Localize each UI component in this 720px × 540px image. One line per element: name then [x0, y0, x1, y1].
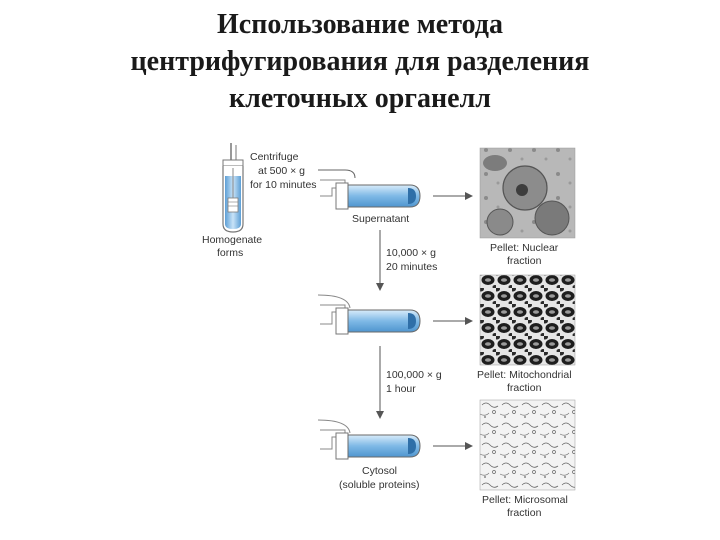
pellet-nuclear-label: Pellet: Nuclear fraction	[490, 242, 561, 267]
step3-label-line-2: 1 hour	[386, 383, 416, 395]
micrograph-microsomal	[479, 399, 576, 491]
centrifuge-label-line-3: for 10 minutes	[250, 179, 317, 191]
title-line-2: центрифугирования для разделения	[130, 46, 590, 77]
step2-label: 10,000 × g 20 minutes	[386, 247, 439, 273]
step2-label-line-1: 10,000 × g	[386, 247, 436, 259]
centrifuge-label: Centrifuge at 500 × g for 10 minutes	[250, 151, 317, 191]
pellet-mitochondrial-label-line-2: fraction	[507, 382, 542, 394]
centrifuge-tube-3	[317, 419, 421, 460]
homogenate-label-line-2: forms	[217, 247, 243, 259]
supernatant-label: Supernatant	[352, 213, 409, 225]
step3-label: 100,000 × g 1 hour	[386, 369, 445, 395]
step2-label-line-2: 20 minutes	[386, 261, 437, 273]
homogenate-label: Homogenate forms	[202, 234, 265, 259]
homogenate-label-line-1: Homogenate	[202, 234, 262, 246]
pellet-nuclear-label-line-1: Pellet: Nuclear	[490, 242, 559, 254]
micrograph-nuclear	[479, 147, 576, 239]
to-centrifuge-arrow	[318, 169, 356, 179]
pellet-mitochondrial-label: Pellet: Mitochondrial fraction	[477, 369, 574, 394]
centrifuge-tube-1	[320, 179, 421, 210]
slide-title: Использование метода центрифугирования д…	[0, 6, 720, 117]
cytosol-label-line-2: (soluble proteins)	[339, 479, 420, 491]
micrograph-mitochondrial	[479, 274, 576, 366]
pellet-nuclear-label-line-2: fraction	[507, 255, 542, 267]
cytosol-label: Cytosol (soluble proteins)	[339, 465, 420, 491]
pellet-microsomal-label-line-1: Pellet: Microsomal	[482, 494, 568, 506]
pellet-microsomal-label: Pellet: Microsomal fraction	[482, 494, 571, 519]
title-line-3: клеточных органелл	[229, 83, 491, 114]
pellet-microsomal-label-line-2: fraction	[507, 507, 542, 519]
title-line-1: Использование метода	[217, 9, 503, 40]
homogenate-tube	[222, 143, 244, 233]
step3-label-line-1: 100,000 × g	[386, 369, 442, 381]
centrifuge-label-line-2: at 500 × g	[258, 165, 305, 177]
cytosol-label-line-1: Cytosol	[362, 465, 397, 477]
centrifuge-label-line-1: Centrifuge	[250, 151, 299, 163]
centrifuge-tube-2	[317, 294, 421, 335]
pellet-mitochondrial-label-line-1: Pellet: Mitochondrial	[477, 369, 572, 381]
